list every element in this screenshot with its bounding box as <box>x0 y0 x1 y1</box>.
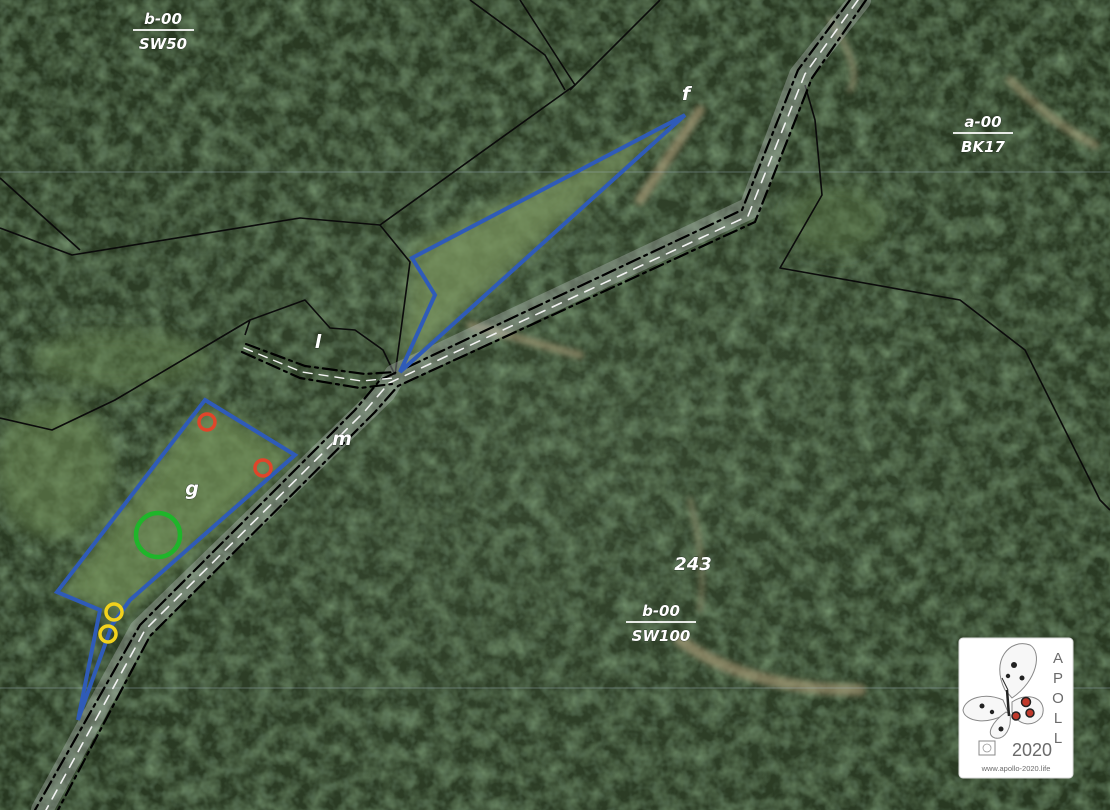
logo-letter: L <box>1054 710 1062 727</box>
logo-url: www.apollo-2020.life <box>981 764 1051 773</box>
map-labels: b-00 SW50 a-00 BK17 b-00 SW100 243 f l m… <box>133 10 1013 645</box>
parcel-type-label: SW50 <box>139 35 187 53</box>
subarea-label-m: m <box>332 428 352 450</box>
butterfly-icon <box>962 643 1044 739</box>
logo-letter: L <box>1054 730 1062 747</box>
study-plot-g[interactable] <box>53 397 299 721</box>
red-marker[interactable] <box>253 458 273 478</box>
meadow-patches <box>0 120 885 620</box>
logo-emblem-icon <box>982 743 992 753</box>
yellow-marker[interactable] <box>104 602 124 622</box>
green-marker[interactable] <box>133 510 183 560</box>
subarea-label-f: f <box>682 83 693 105</box>
parcel-code-label: a-00 <box>964 113 1001 131</box>
apollo-logo[interactable]: A P O L L 2020 www.apollo-2020.life <box>958 637 1074 779</box>
subarea-label-l: l <box>315 331 322 353</box>
logo-letter: O <box>1052 690 1064 707</box>
logo-letter: A <box>1053 650 1063 667</box>
logo-letter: P <box>1053 670 1063 687</box>
parcel-type-label: BK17 <box>961 138 1005 156</box>
logo-year: 2020 <box>1012 740 1052 760</box>
parcel-boundaries <box>0 0 1110 511</box>
section-number-label: 243 <box>674 554 712 575</box>
parcel-type-label: SW100 <box>632 627 691 645</box>
subarea-label-g: g <box>185 478 199 500</box>
observation-markers <box>98 412 273 644</box>
logo-title-vertical: A P O L L <box>1052 650 1064 747</box>
dirt-tracks <box>466 17 1100 696</box>
road-corridor <box>31 0 871 810</box>
parcel-code-label: b-00 <box>642 602 680 620</box>
study-plot-outlines <box>53 113 687 721</box>
yellow-marker[interactable] <box>98 624 118 644</box>
parcel-code-label: b-00 <box>144 10 182 28</box>
red-marker[interactable] <box>197 412 217 432</box>
study-plot-f[interactable] <box>398 113 687 374</box>
logo-emblem-icon <box>978 740 996 756</box>
